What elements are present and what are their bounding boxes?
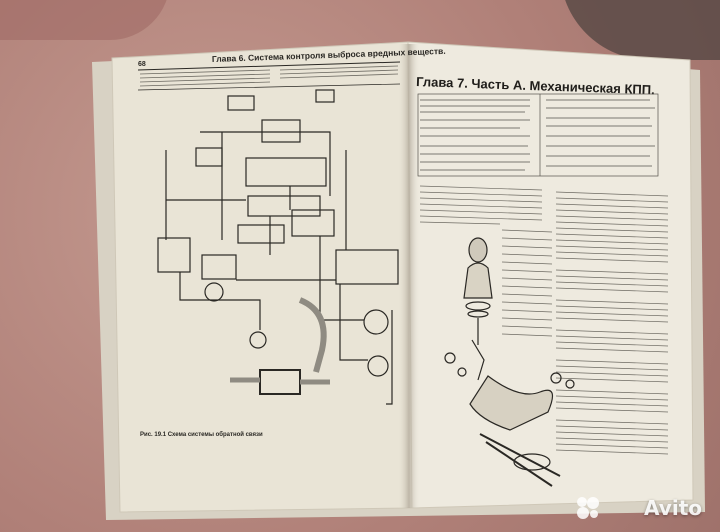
left-figure-caption: Рис. 19.1 Схема системы обратной связи [140, 431, 263, 438]
spine-shadow [398, 44, 420, 508]
left-page-number: 68 [138, 61, 146, 68]
left-intro-rule [137, 83, 401, 91]
avito-logo-icon [577, 497, 599, 519]
right-text-column-1 [419, 185, 543, 225]
right-spec-table [417, 93, 659, 177]
gearshift-exploded-diagram [444, 237, 575, 487]
left-intro-text-lines [139, 65, 399, 87]
gearshift-legend-lines [501, 229, 553, 337]
right-text-column-2 [555, 191, 669, 455]
emission-system-diagram [157, 89, 399, 405]
left-header-rule [137, 61, 401, 71]
left-page [111, 41, 413, 513]
watermark-brand: Avito [644, 496, 702, 520]
